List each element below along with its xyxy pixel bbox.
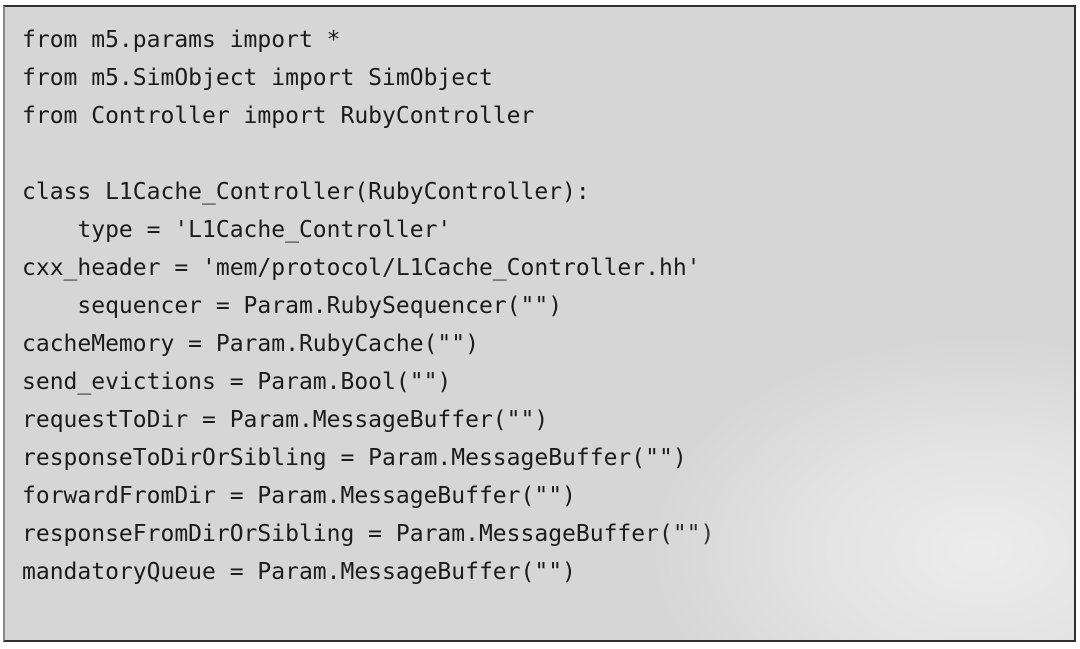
- code-line: mandatoryQueue = Param.MessageBuffer(""): [22, 559, 576, 585]
- code-line-blank: [22, 135, 1074, 173]
- code-line: send_evictions = Param.Bool(""): [22, 369, 452, 395]
- code-line: cacheMemory = Param.RubyCache(""): [22, 331, 479, 357]
- code-line: requestToDir = Param.MessageBuffer(""): [22, 407, 549, 433]
- code-line: from Controller import RubyController: [22, 103, 535, 129]
- code-line: forwardFromDir = Param.MessageBuffer(""): [22, 483, 576, 509]
- code-listing-block: from m5.params import * from m5.SimObject…: [3, 5, 1076, 642]
- code-line: cxx_header = 'mem/protocol/L1Cache_Contr…: [22, 255, 701, 281]
- code-line: from m5.SimObject import SimObject: [22, 65, 493, 91]
- code-line: class L1Cache_Controller(RubyController)…: [22, 179, 590, 205]
- code-line: responseFromDirOrSibling = Param.Message…: [22, 521, 715, 547]
- code-listing-text: from m5.params import * from m5.SimObject…: [22, 21, 1074, 591]
- code-line: responseToDirOrSibling = Param.MessageBu…: [22, 445, 687, 471]
- code-line: from m5.params import *: [22, 27, 341, 53]
- code-line: type = 'L1Cache_Controller': [22, 217, 452, 243]
- code-line: sequencer = Param.RubySequencer(""): [22, 293, 563, 319]
